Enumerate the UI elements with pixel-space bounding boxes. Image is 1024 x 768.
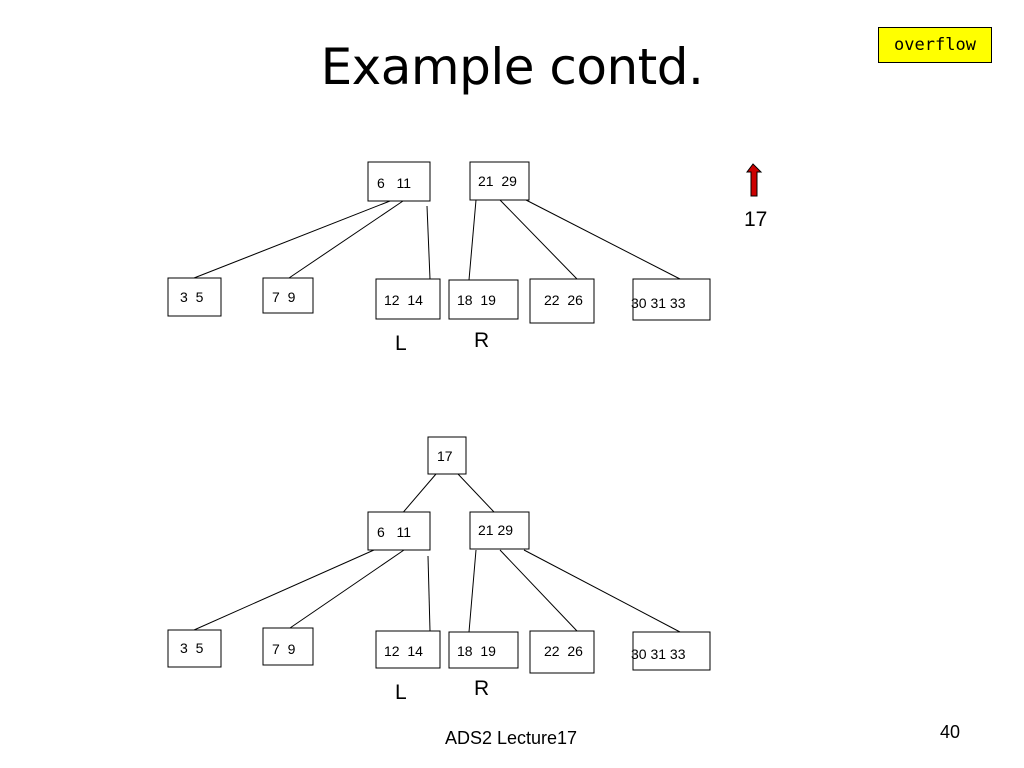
- lower-leaf-keys: 18 19: [457, 643, 496, 659]
- edge: [468, 199, 477, 281]
- lower-leaf-keys: 22 26: [544, 643, 583, 659]
- lower-internal-right-box: [469, 511, 530, 550]
- upper-leaf-keys: 12 14: [384, 292, 423, 308]
- promoted-key: 17: [744, 208, 767, 231]
- edge: [457, 473, 495, 513]
- upper-label-right: R: [474, 329, 489, 352]
- lower-tree: 17 6 11 21 29 3 5 7 9 12 14 18 19 22 26 …: [167, 436, 711, 704]
- footer-text: ADS2 Lecture17: [444, 728, 578, 748]
- lower-label-right: R: [474, 677, 489, 700]
- edge: [499, 549, 578, 632]
- overflow-badge: overflow: [878, 27, 992, 63]
- upper-label-left: L: [395, 332, 407, 355]
- upper-tree: 6 11 21 29 3 5 7 9 12 14 18 19 22 26 30 …: [167, 161, 767, 355]
- upper-leaf-box: [167, 277, 222, 317]
- lower-internal-left-keys: 6 11: [377, 524, 411, 540]
- page-number: 40: [939, 722, 961, 742]
- upper-leaf-box: [262, 277, 314, 314]
- edge: [193, 549, 375, 631]
- edge: [289, 549, 405, 629]
- lower-leaf-box: [167, 629, 222, 668]
- lower-leaf-box: [529, 630, 595, 674]
- edge: [193, 200, 391, 279]
- edge: [523, 549, 681, 633]
- lower-label-left: L: [395, 681, 407, 704]
- upper-leaf-box: [632, 278, 711, 321]
- lower-root-key: 17: [437, 448, 453, 464]
- lower-internal-right-keys: 21 29: [478, 522, 513, 538]
- edge: [499, 199, 578, 280]
- lower-leaf-keys: 30 31 33: [631, 646, 686, 662]
- upper-root-right-keys: 21 29: [478, 173, 517, 189]
- edge: [288, 200, 404, 279]
- edge: [525, 199, 681, 280]
- lower-internal-left-box: [367, 511, 431, 551]
- edge: [468, 549, 477, 633]
- edge: [426, 205, 431, 280]
- upper-leaf-keys: 7 9: [272, 289, 296, 305]
- lower-edges: [193, 473, 681, 633]
- upper-leaf-box: [448, 279, 519, 320]
- upper-leaf-keys: 18 19: [457, 292, 496, 308]
- upper-edges: [193, 199, 681, 281]
- upper-root-left-box: [367, 161, 431, 202]
- lower-leaf-box: [375, 630, 441, 669]
- lower-leaf-box: [448, 631, 519, 669]
- upper-leaf-box: [375, 278, 441, 320]
- upper-leaf-box: [529, 278, 595, 324]
- edge: [427, 555, 431, 632]
- slide-title: Example contd.: [320, 38, 704, 96]
- upper-leaf-keys: 22 26: [544, 292, 583, 308]
- lower-root-box: [427, 436, 467, 475]
- upper-leaf-keys: 30 31 33: [631, 295, 686, 311]
- upper-root-left-keys: 6 11: [377, 175, 411, 191]
- lower-leaf-keys: 3 5: [180, 640, 204, 656]
- upper-root-right-box: [469, 161, 530, 201]
- lower-leaf-keys: 7 9: [272, 641, 296, 657]
- edge: [399, 473, 437, 517]
- lower-leaf-keys: 12 14: [384, 643, 423, 659]
- lower-leaf-box: [632, 631, 711, 671]
- upper-leaf-keys: 3 5: [180, 289, 204, 305]
- lower-leaf-box: [262, 627, 314, 666]
- up-arrow-icon: [746, 163, 763, 197]
